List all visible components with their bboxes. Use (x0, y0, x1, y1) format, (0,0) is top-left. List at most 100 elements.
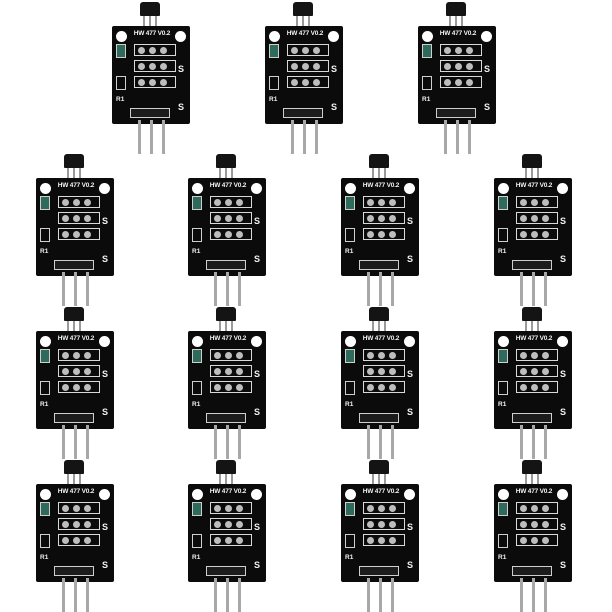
mounting-hole (40, 183, 51, 194)
resistor-label: R1 (192, 401, 201, 408)
smd-component (40, 534, 50, 548)
solder-pad (367, 537, 374, 544)
solder-pad (73, 352, 80, 359)
solder-pad (531, 231, 538, 238)
mounting-hole (345, 489, 356, 500)
side-label: S (102, 560, 109, 570)
header-pin (303, 120, 306, 154)
header-pin (226, 425, 229, 459)
side-label: S (254, 407, 261, 417)
solder-pad (214, 505, 221, 512)
smd-component (345, 349, 355, 363)
solder-pad (214, 537, 221, 544)
solder-pad (149, 47, 156, 54)
solder-pad (62, 231, 69, 238)
solder-pad (367, 352, 374, 359)
smd-component (40, 502, 50, 516)
solder-pad (62, 384, 69, 391)
pin-header (512, 260, 552, 270)
resistor-label: R1 (345, 554, 354, 561)
solder-pad (313, 79, 320, 86)
hall-sensor-chip (446, 2, 466, 16)
header-pin (238, 272, 241, 306)
header-pin (544, 578, 547, 612)
solder-pad (225, 215, 232, 222)
smd-component (192, 349, 202, 363)
solder-pad (62, 505, 69, 512)
side-label: S (407, 522, 414, 532)
smd-component (498, 534, 508, 548)
solder-pad (84, 215, 91, 222)
solder-pad (236, 199, 243, 206)
solder-pad (225, 505, 232, 512)
solder-pad-row (363, 212, 405, 224)
side-label: S (560, 522, 567, 532)
mounting-hole (557, 183, 568, 194)
side-label: S (560, 369, 567, 379)
mounting-hole (404, 183, 415, 194)
header-pin (62, 272, 65, 306)
solder-pad-row (58, 349, 100, 361)
solder-pad (73, 368, 80, 375)
header-pin (74, 272, 77, 306)
header-pin (532, 578, 535, 612)
solder-pad-row (58, 196, 100, 208)
smd-component (345, 502, 355, 516)
side-label: S (484, 102, 491, 112)
resistor-label: R1 (40, 401, 49, 408)
smd-component (192, 381, 202, 395)
smd-component (422, 76, 432, 90)
solder-pad (73, 537, 80, 544)
solder-pad (455, 63, 462, 70)
solder-pad (389, 231, 396, 238)
pin-header (512, 413, 552, 423)
solder-pad (389, 505, 396, 512)
solder-pad (378, 521, 385, 528)
solder-pad-row (287, 60, 329, 72)
solder-pad-row (210, 534, 252, 546)
solder-pad (291, 79, 298, 86)
solder-pad (531, 368, 538, 375)
solder-pad (214, 521, 221, 528)
solder-pad (520, 521, 527, 528)
solder-pad (531, 199, 538, 206)
header-pin (238, 425, 241, 459)
solder-pad (531, 537, 538, 544)
mounting-hole (345, 336, 356, 347)
side-label: S (407, 216, 414, 226)
side-label: S (254, 560, 261, 570)
solder-pad-row (516, 349, 558, 361)
smd-component (40, 196, 50, 210)
solder-pad-row (440, 44, 482, 56)
solder-pad (367, 384, 374, 391)
header-pin (226, 578, 229, 612)
solder-pad (520, 505, 527, 512)
solder-pad (62, 352, 69, 359)
header-pin (138, 120, 141, 154)
solder-pad (542, 368, 549, 375)
hall-sensor-chip (522, 154, 542, 168)
solder-pad (520, 215, 527, 222)
solder-pad (302, 47, 309, 54)
solder-pad-row (58, 228, 100, 240)
mounting-hole (557, 489, 568, 500)
solder-pad (520, 231, 527, 238)
solder-pad (84, 521, 91, 528)
solder-pad (225, 384, 232, 391)
hall-sensor-chip (64, 154, 84, 168)
solder-pad-row (58, 502, 100, 514)
board-label: HW 477 V0.2 (57, 488, 95, 495)
solder-pad (236, 368, 243, 375)
solder-pad-row (440, 76, 482, 88)
mounting-hole (99, 336, 110, 347)
solder-pad (291, 47, 298, 54)
board-label: HW 477 V0.2 (133, 30, 171, 37)
side-label: S (102, 216, 109, 226)
side-label: S (407, 254, 414, 264)
